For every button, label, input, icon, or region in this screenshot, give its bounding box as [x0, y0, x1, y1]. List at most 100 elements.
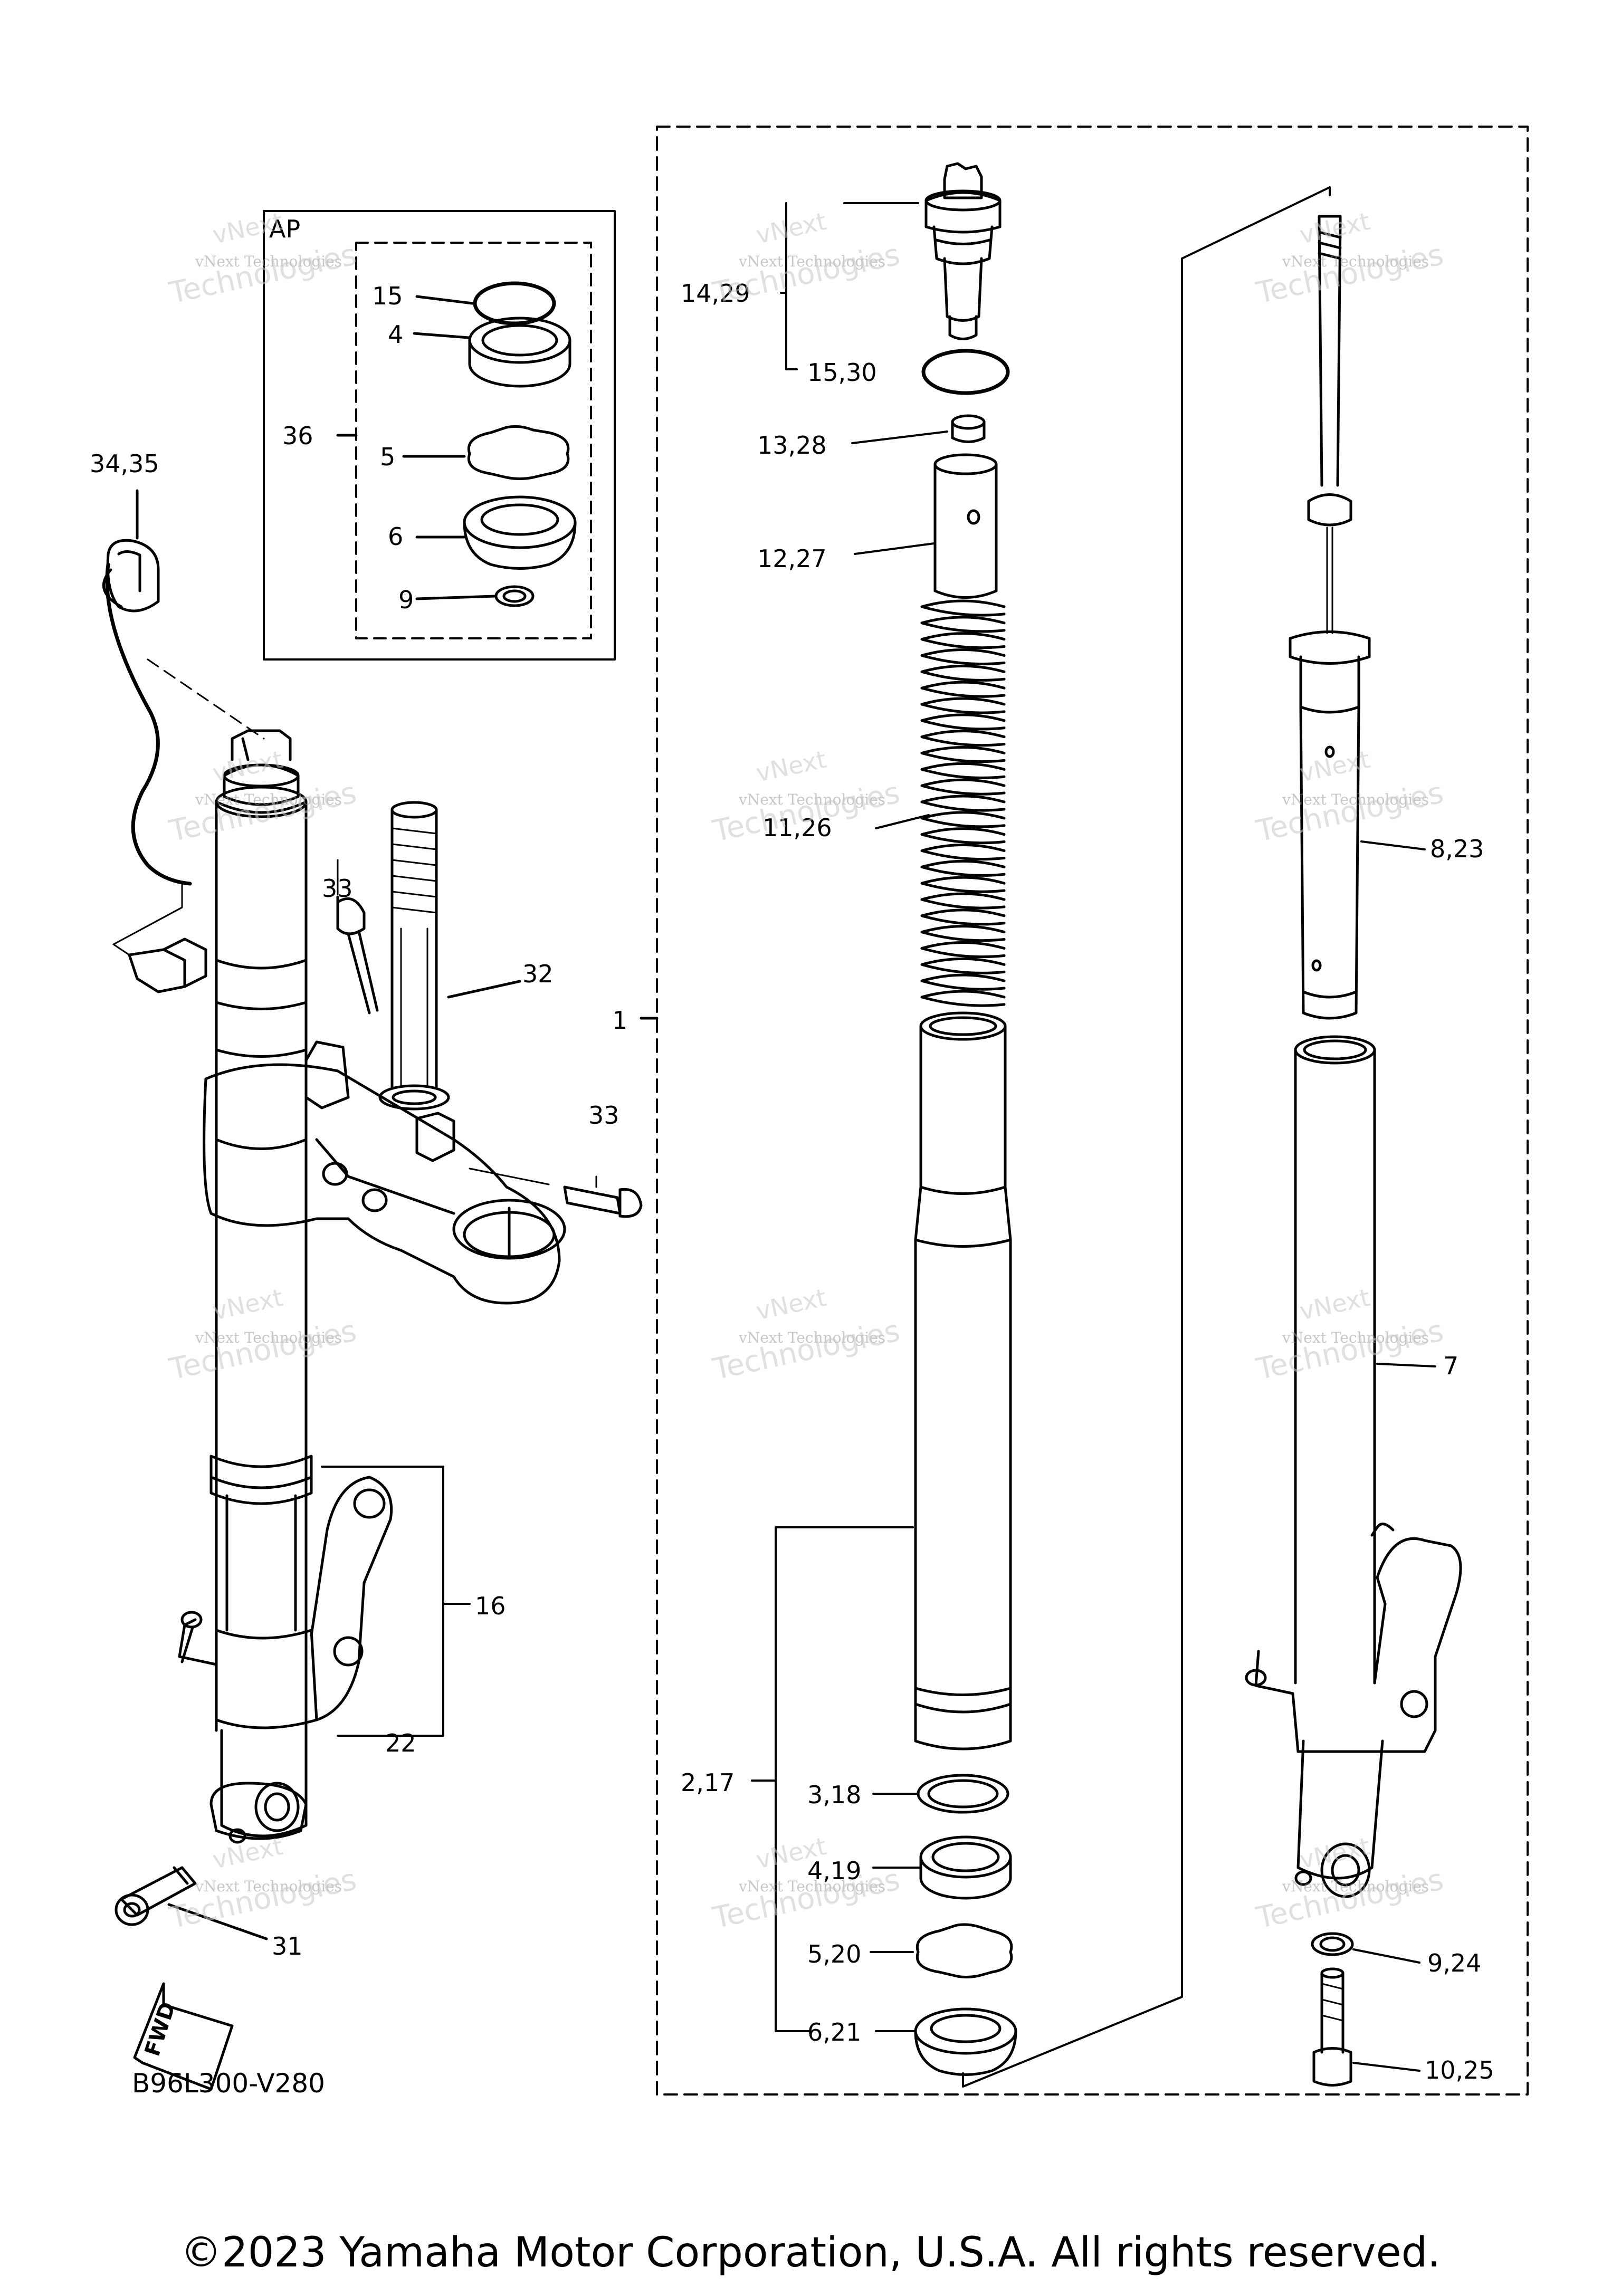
watermark-vnext-technologies: vNext Technologies: [738, 253, 885, 270]
part-label-5-20: 5,20: [807, 1940, 861, 1968]
dust-seal-6: [463, 495, 577, 570]
watermark-vnext: vNext: [1297, 207, 1372, 250]
steering-stem-32: [378, 801, 521, 1111]
part-label-6-21: 6,21: [807, 2018, 861, 2046]
axle-pinch-bolt-31: [115, 1866, 268, 1940]
watermark-vnext-technologies: vNext Technologies: [738, 1878, 885, 1895]
adjuster-14-29: [924, 162, 1002, 340]
part-label-34-35: 34,35: [90, 449, 159, 478]
dust-seal-6-21: [914, 2007, 1017, 2076]
watermark-vnext: vNext: [210, 745, 285, 788]
part-label-4: 4: [388, 320, 403, 349]
oil-seal-4: [468, 317, 571, 388]
part-label-4-19: 4,19: [807, 1857, 861, 1885]
part-label-15: 15: [372, 282, 403, 310]
o-ring-15-30: [921, 349, 1010, 395]
watermark-vnext-technologies: vNext Technologies: [1282, 1329, 1429, 1346]
watermark-technologies: Technologies: [166, 237, 359, 311]
inner-tube-7: [1245, 1035, 1462, 1898]
watermark-vnext-technologies: vNext Technologies: [1282, 1878, 1429, 1895]
part-label-32: 32: [522, 960, 554, 988]
part-label-9: 9: [398, 586, 414, 614]
watermark-vnext-technologies: vNext Technologies: [1282, 791, 1429, 808]
part-label-16: 16: [475, 1592, 506, 1620]
washer-9: [494, 585, 535, 607]
part-label-10-25: 10,25: [1425, 2056, 1494, 2084]
watermark-technologies: Technologies: [710, 237, 903, 311]
ap-kit-box: [263, 210, 616, 661]
watermark-vnext-technologies: vNext Technologies: [1282, 253, 1429, 270]
bolt-33-upper: [336, 859, 379, 1015]
spacer-12-27: [933, 453, 998, 599]
oil-seal-4-19: [919, 1835, 1012, 1900]
part-label-8-23: 8,23: [1430, 835, 1484, 863]
part-label-31: 31: [272, 1932, 303, 1960]
part-label-2-17: 2,17: [681, 1768, 735, 1797]
part-label-5: 5: [380, 443, 395, 471]
watermark-vnext-technologies: vNext Technologies: [195, 253, 342, 270]
o-ring-15: [473, 281, 556, 326]
part-label-33-lower: 33: [588, 1101, 619, 1130]
part-label-22: 22: [385, 1729, 416, 1757]
watermark-vnext: vNext: [754, 207, 829, 250]
clip-5: [468, 425, 570, 480]
left-fork-assembly: [178, 729, 566, 1844]
watermark-technologies: Technologies: [710, 1862, 903, 1936]
watermark-vnext-technologies: vNext Technologies: [195, 791, 342, 808]
bolt-33-lower: [469, 1168, 643, 1218]
nut-13-28: [951, 414, 986, 443]
watermark-vnext-technologies: vNext Technologies: [195, 1878, 342, 1895]
watermark-technologies: Technologies: [1253, 237, 1446, 311]
ap-box-title: AP: [269, 215, 300, 243]
watermark-technologies: Technologies: [710, 1314, 903, 1387]
clip-5-20: [916, 1923, 1013, 1978]
watermark-vnext-technologies: vNext Technologies: [738, 791, 885, 808]
fwd-arrow-icon: [133, 1982, 234, 2091]
part-label-7: 7: [1443, 1352, 1458, 1380]
part-label-9-24: 9,24: [1427, 1949, 1481, 1977]
watermark-vnext: vNext: [754, 745, 829, 788]
watermark-technologies: Technologies: [1253, 776, 1446, 849]
part-label-12-27: 12,27: [757, 544, 827, 573]
washer-3-18: [917, 1774, 1009, 1814]
copyright-notice: ©2023 Yamaha Motor Corporation, U.S.A. A…: [180, 2229, 1441, 2276]
part-label-6: 6: [388, 522, 403, 551]
part-label-1: 1: [612, 1006, 627, 1035]
part-label-15-30: 15,30: [807, 358, 877, 387]
watermark-vnext-technologies: vNext Technologies: [738, 1329, 885, 1346]
part-label-33-upper: 33: [322, 874, 353, 903]
watermark-technologies: Technologies: [166, 1314, 359, 1387]
kit-label-36: 36: [282, 422, 313, 450]
watermark-vnext: vNext: [1297, 1832, 1372, 1874]
part-label-3-18: 3,18: [807, 1781, 861, 1809]
watermark-vnext: vNext: [1297, 1283, 1372, 1326]
damper-rod-8-23: [1289, 215, 1371, 1020]
outer-tube-2-17: [914, 1011, 1012, 1750]
part-label-14-29: 14,29: [681, 279, 750, 308]
sensor-harness-34-35: [102, 489, 265, 993]
watermark-vnext: vNext: [1297, 745, 1372, 788]
fork-spring-11-26: [920, 599, 1006, 1007]
watermark-technologies: Technologies: [1253, 1862, 1446, 1936]
watermark-vnext: vNext: [210, 1283, 285, 1326]
watermark-technologies: Technologies: [166, 1862, 359, 1936]
watermark-vnext: vNext: [754, 1283, 829, 1326]
bolt-10-25: [1312, 1967, 1352, 2087]
washer-9-24: [1311, 1932, 1354, 1956]
watermark-vnext-technologies: vNext Technologies: [195, 1329, 342, 1346]
part-label-13-28: 13,28: [757, 431, 827, 460]
